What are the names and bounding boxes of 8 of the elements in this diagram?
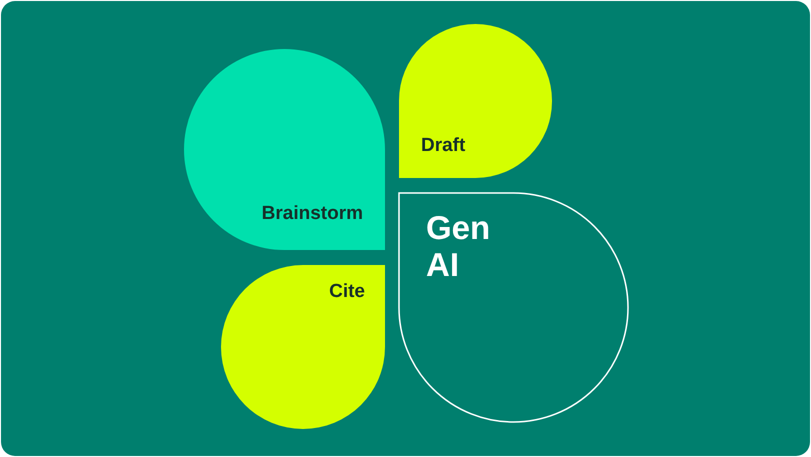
node-label: Cite: [329, 281, 365, 302]
node-label: Gen AI: [426, 210, 492, 284]
petal-shape: [399, 24, 552, 178]
node-label: Draft: [421, 134, 466, 156]
petal-shape: [221, 265, 385, 429]
petal-shape: [398, 192, 629, 423]
node-label: Brainstorm: [262, 202, 363, 224]
petal-shape: [184, 49, 385, 250]
